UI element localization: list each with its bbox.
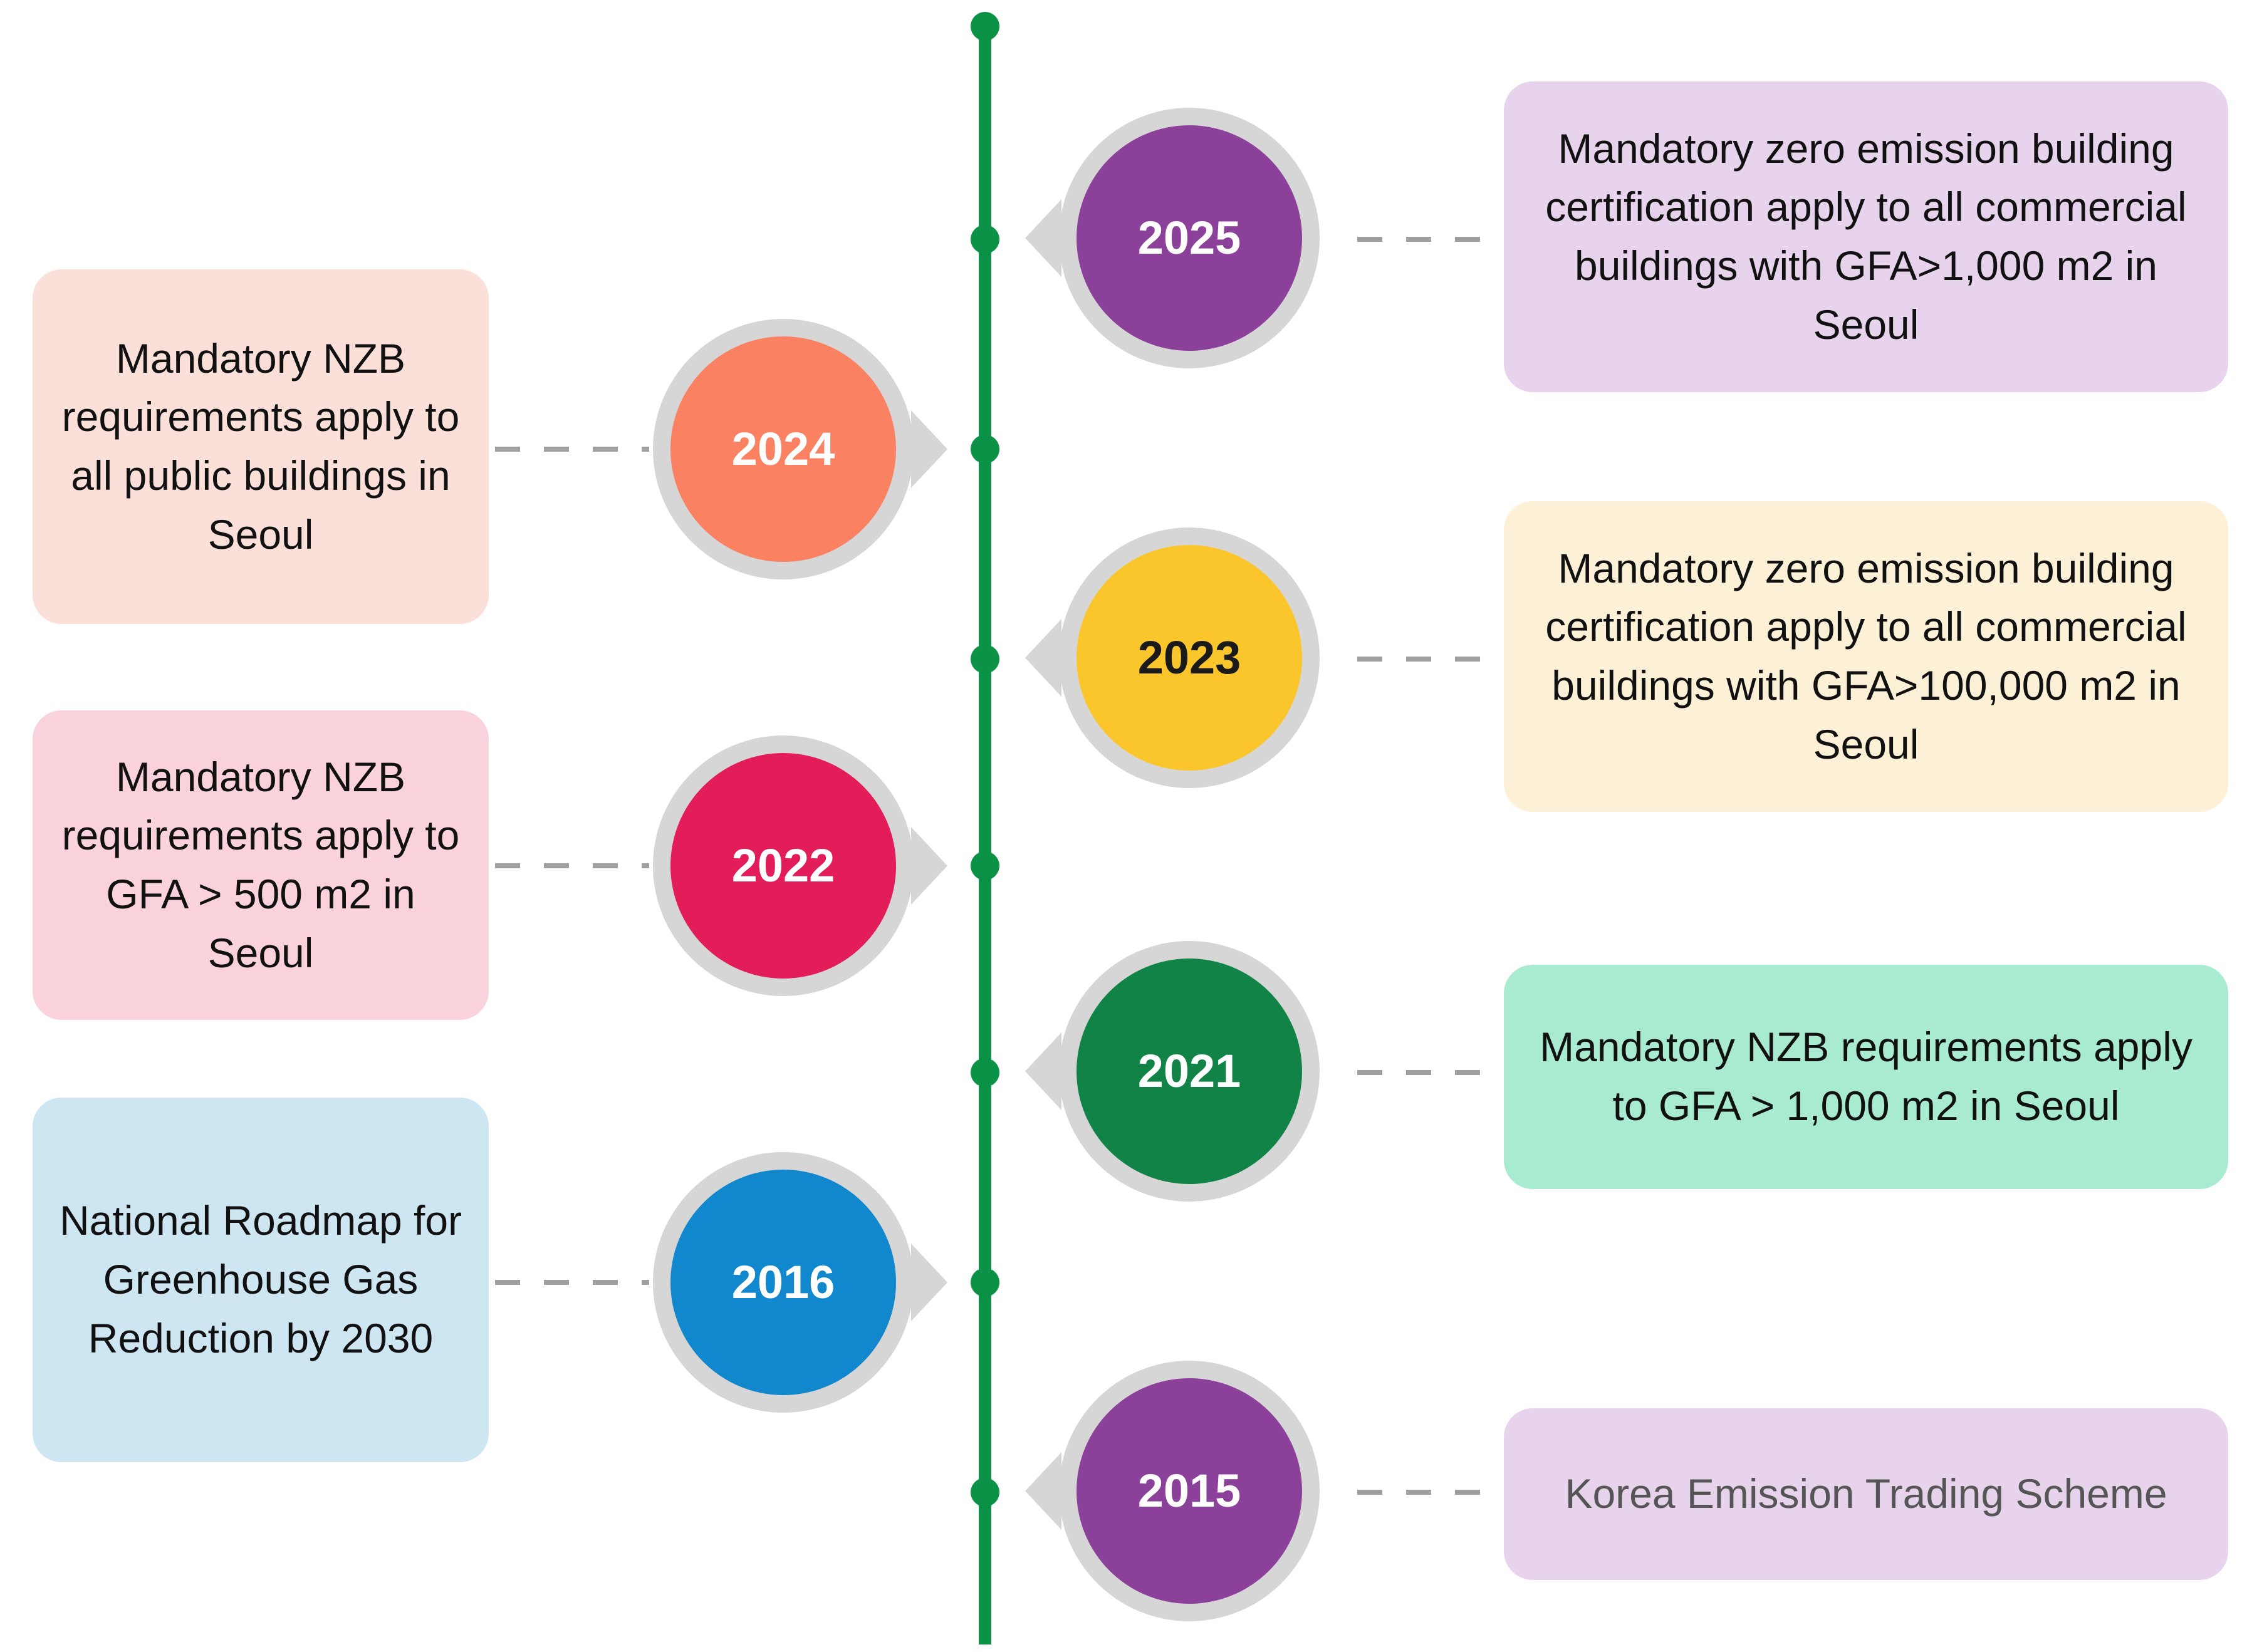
timeline-node-2025[interactable]: 2025 <box>1025 108 1320 368</box>
node-disc: 2021 <box>1077 958 1302 1184</box>
year-label-2022: 2022 <box>731 839 835 891</box>
node-pointer-icon <box>911 1244 947 1321</box>
year-label-2025: 2025 <box>1137 212 1241 264</box>
spine-dot-2016 <box>971 1268 999 1297</box>
connector-2023 <box>1357 657 1514 662</box>
year-label-2021: 2021 <box>1137 1045 1241 1097</box>
timeline-node-2022[interactable]: 2022 <box>653 735 947 996</box>
connector-2025 <box>1357 237 1514 242</box>
callout-text-2023: Mandatory zero emission building certifi… <box>1545 544 2187 767</box>
callout-text-2024: Mandatory NZB requirements apply to all … <box>61 335 460 558</box>
node-pointer-icon <box>1025 1032 1061 1110</box>
callout-2023: Mandatory zero emission building certifi… <box>1504 501 2228 812</box>
node-pointer-icon <box>911 827 947 905</box>
node-pointer-icon <box>911 410 947 488</box>
timeline-node-2016[interactable]: 2016 <box>653 1152 947 1413</box>
spine-dot-2015 <box>971 1478 999 1507</box>
callout-text-2015: Korea Emission Trading Scheme <box>1565 1470 2167 1517</box>
spine-dot-2024 <box>971 435 999 464</box>
node-pointer-icon <box>1025 1452 1061 1530</box>
node-disc: 2015 <box>1077 1378 1302 1604</box>
year-label-2015: 2015 <box>1137 1465 1241 1517</box>
spine-dot-2021 <box>971 1058 999 1087</box>
callout-2016: National Roadmap for Greenhouse Gas Redu… <box>33 1098 489 1462</box>
timeline-node-2024[interactable]: 2024 <box>653 319 947 579</box>
callout-text-2021: Mandatory NZB requirements apply to GFA … <box>1540 1024 2192 1129</box>
node-disc: 2023 <box>1077 545 1302 771</box>
callout-2021: Mandatory NZB requirements apply to GFA … <box>1504 965 2228 1189</box>
callout-2025: Mandatory zero emission building certifi… <box>1504 81 2228 392</box>
callout-text-2022: Mandatory NZB requirements apply to GFA … <box>61 753 460 976</box>
year-label-2016: 2016 <box>731 1256 835 1308</box>
timeline-node-2015[interactable]: 2015 <box>1025 1361 1320 1621</box>
spine-dot-2022 <box>971 851 999 880</box>
node-disc: 2022 <box>670 753 896 979</box>
connector-2024 <box>495 447 649 452</box>
year-label-2023: 2023 <box>1137 631 1241 683</box>
callout-2022: Mandatory NZB requirements apply to GFA … <box>33 710 489 1020</box>
node-disc: 2025 <box>1077 125 1302 351</box>
timeline-spine <box>979 19 991 1644</box>
callout-text-2025: Mandatory zero emission building certifi… <box>1545 125 2187 348</box>
spine-dot-2025 <box>971 225 999 254</box>
connector-2015 <box>1357 1490 1514 1495</box>
callout-2024: Mandatory NZB requirements apply to all … <box>33 269 489 624</box>
node-disc: 2024 <box>670 336 896 562</box>
callout-text-2016: National Roadmap for Greenhouse Gas Redu… <box>59 1197 462 1361</box>
timeline-node-2021[interactable]: 2021 <box>1025 941 1320 1202</box>
connector-2021 <box>1357 1070 1514 1075</box>
callout-2015: Korea Emission Trading Scheme <box>1504 1408 2228 1580</box>
year-label-2024: 2024 <box>731 423 835 475</box>
node-disc: 2016 <box>670 1170 896 1395</box>
spine-dot-2023 <box>971 645 999 673</box>
connector-2016 <box>495 1280 649 1285</box>
connector-2022 <box>495 863 649 868</box>
node-pointer-icon <box>1025 199 1061 277</box>
timeline-node-2023[interactable]: 2023 <box>1025 527 1320 788</box>
node-pointer-icon <box>1025 619 1061 697</box>
spine-dot-top <box>971 12 999 41</box>
